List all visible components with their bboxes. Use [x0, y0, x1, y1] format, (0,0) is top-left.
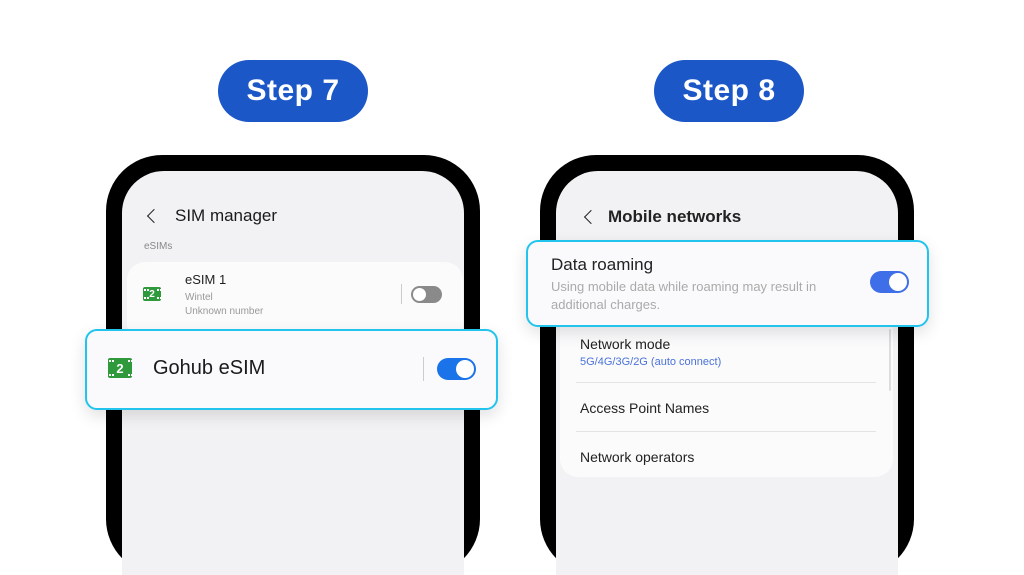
scrollbar[interactable] — [889, 329, 891, 391]
page-title: SIM manager — [175, 206, 278, 225]
back-icon[interactable] — [146, 208, 162, 224]
sim-card-icon: 2 — [143, 287, 161, 301]
sim-card-icon: 2 — [108, 358, 132, 378]
esim-number: Unknown number — [185, 306, 264, 317]
divider — [576, 431, 876, 432]
esim-carrier: Wintel — [185, 292, 213, 303]
section-label: eSIMs — [144, 241, 173, 252]
network-mode-label: Network mode — [580, 336, 671, 352]
divider — [401, 284, 402, 304]
data-roaming-label: Data roaming — [551, 255, 654, 274]
esim-1-row[interactable]: 2 eSIM 1 Wintel Unknown number — [127, 262, 463, 342]
data-roaming-description: Using mobile data while roaming may resu… — [551, 279, 817, 312]
data-roaming-toggle-on[interactable] — [870, 271, 909, 293]
page-title: Mobile networks — [608, 207, 742, 226]
network-mode-value: 5G/4G/3G/2G (auto connect) — [580, 356, 722, 368]
divider — [423, 357, 424, 381]
gohub-esim-name: Gohub eSIM — [153, 357, 266, 379]
step-7-badge: Step 7 — [218, 60, 368, 122]
data-roaming-row[interactable]: Data roaming Using mobile data while roa… — [526, 240, 929, 327]
mobile-networks-screen: Mobile networks Network mode 5G/4G/3G/2G… — [556, 171, 898, 575]
gohub-esim-toggle-on[interactable] — [437, 358, 476, 380]
step-8-badge: Step 8 — [654, 60, 804, 122]
divider — [576, 382, 876, 383]
back-icon[interactable] — [583, 209, 599, 225]
esim-name: eSIM 1 — [185, 272, 227, 287]
settings-list: Network mode 5G/4G/3G/2G (auto connect) … — [560, 301, 893, 477]
access-point-names-item[interactable]: Access Point Names — [580, 400, 710, 416]
gohub-esim-row[interactable]: 2 Gohub eSIM — [85, 329, 498, 410]
network-mode-item[interactable]: Network mode 5G/4G/3G/2G (auto connect) — [560, 336, 880, 376]
network-operators-item[interactable]: Network operators — [580, 449, 695, 465]
esim-1-toggle-off[interactable] — [411, 286, 442, 303]
phone-step-8: Mobile networks Network mode 5G/4G/3G/2G… — [540, 155, 914, 575]
